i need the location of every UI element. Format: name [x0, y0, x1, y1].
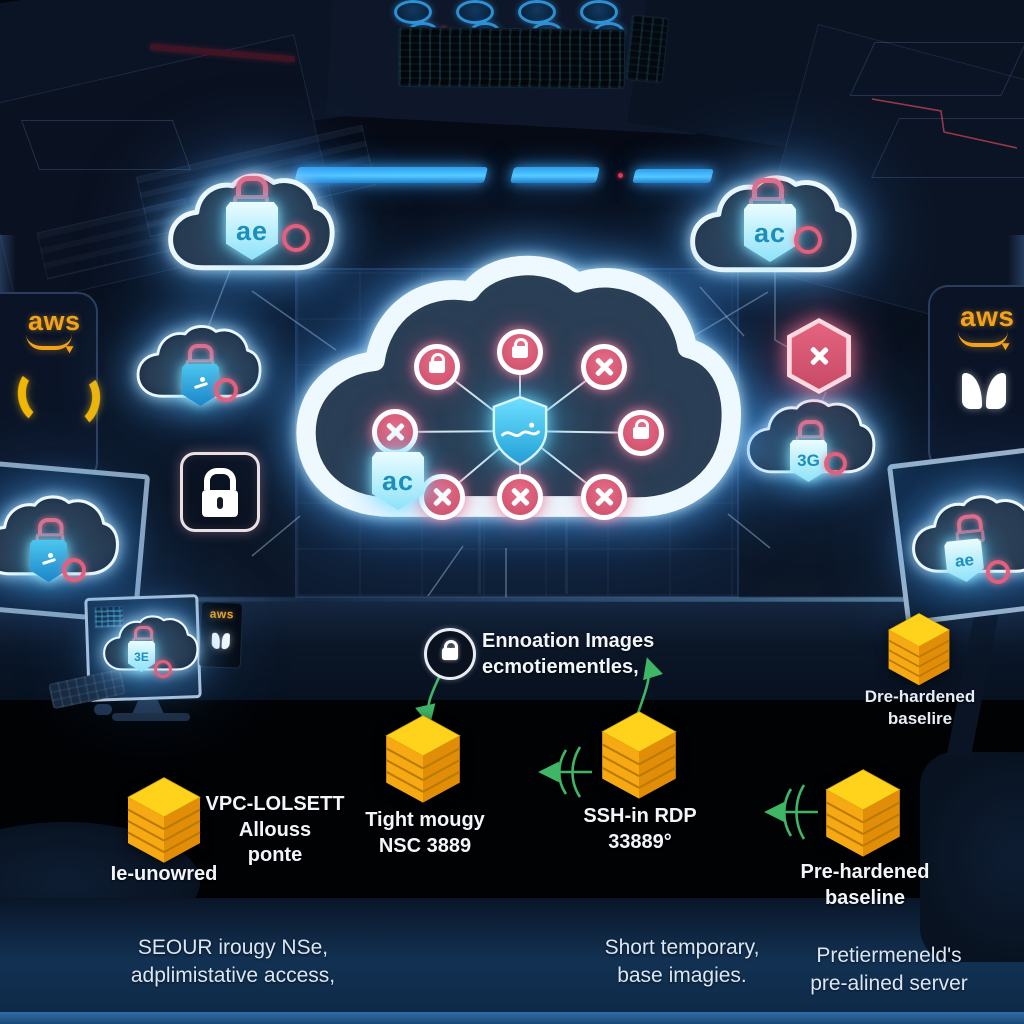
caption-middle: Short temporary, base imagies. [604, 936, 760, 988]
pink-coin-icon [62, 558, 86, 582]
lock-node [414, 344, 460, 390]
aws-panel-left: aws [0, 292, 104, 482]
enrollment-lock-icon [424, 628, 476, 680]
mouse [94, 704, 112, 715]
caption-right: Pretiermeneld's pre-alined server [810, 944, 968, 996]
pink-coin-icon [986, 560, 1010, 584]
aws-smile-icon [26, 334, 72, 350]
aws-logo: aws [28, 306, 81, 336]
db-stack-tight [385, 714, 461, 804]
cloud-badge-top-right: ac [744, 204, 796, 262]
bre-hardened-label: Dre-hardened baselire [864, 687, 976, 728]
db-stack-ie [126, 776, 202, 864]
lock-node [497, 329, 543, 375]
pre-hardened-label: Pre-hardened baseline [800, 861, 930, 909]
bottom-panel [0, 898, 1024, 1012]
pink-coin-icon [794, 226, 822, 254]
deny-node [497, 474, 543, 520]
shield-leaf-icon [986, 373, 1006, 409]
central-shield-icon [492, 395, 548, 467]
cloud-badge-mid-right: 3G [790, 440, 827, 482]
shield-leaf-icon [962, 373, 982, 409]
cloud-badge-top-left: ae [226, 202, 278, 260]
desk-edge-highlight [0, 597, 1024, 602]
pink-coin-icon [282, 224, 310, 252]
lock-square-icon [180, 452, 260, 532]
aws-panel-right: aws [928, 285, 1024, 471]
db-stack-pre [825, 768, 901, 858]
desk-monitor-base [112, 713, 190, 721]
aws-logo: aws [960, 301, 1015, 332]
cloud-badge-central: ac [372, 452, 424, 510]
enrollment-label: Ennoation Images ecmotiementles, [482, 630, 655, 678]
console-dial [456, 0, 494, 24]
console-dial [394, 0, 432, 24]
deny-hexagon-icon [785, 318, 853, 394]
db-stack-bre [887, 612, 951, 687]
cloud-shield-badge [30, 540, 67, 582]
deny-node [581, 474, 627, 520]
ssh-rdp-label: SSH-in RDP 33889° [583, 805, 697, 853]
cloud-badge-right-monitor: ae [944, 538, 985, 584]
pink-coin-icon [824, 452, 847, 475]
cloud-shield-badge [182, 364, 219, 406]
db-stack-ssh [601, 710, 677, 800]
pink-coin-icon [154, 660, 172, 678]
console-dial [580, 0, 618, 24]
caption-left: SEOUR irougy NSe, adplimistative access, [130, 936, 336, 988]
deny-node [581, 344, 627, 390]
ie-unowred-label: Ie-unowred [110, 863, 218, 885]
deny-node [372, 409, 418, 455]
ceiling-red-light [618, 173, 623, 178]
aws-smile-icon [958, 331, 1008, 347]
lock-node [618, 410, 664, 456]
console-dial [518, 0, 556, 24]
pink-coin-icon [214, 378, 238, 402]
desk-silhouette [920, 752, 1024, 962]
desk-monitor-stand [132, 700, 164, 714]
tight-nsg-label: Tight mougy NSC 3889 [365, 809, 485, 857]
cloud-badge-desk-monitor: 3E [128, 641, 155, 672]
bottom-light-strip [0, 1012, 1024, 1024]
deny-node [419, 474, 465, 520]
vpc-label: VPC-LOLSETT Allouss ponte [205, 793, 345, 867]
